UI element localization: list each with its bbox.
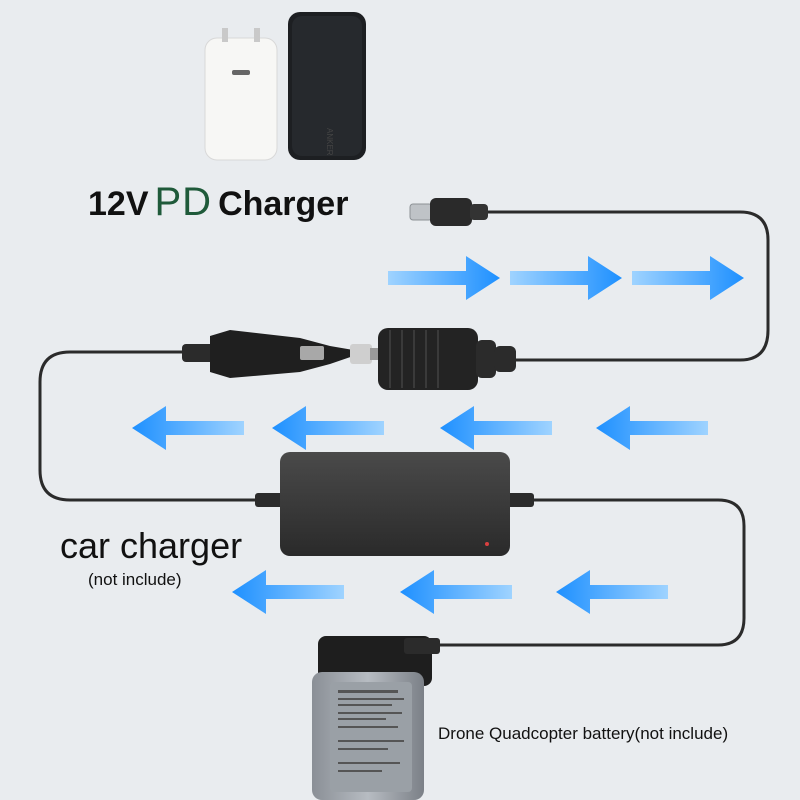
arrow-left-icon — [440, 406, 552, 450]
wall-charger-icon — [204, 28, 278, 161]
usb-c-plug-icon — [409, 198, 488, 226]
socket-adapter-icon — [378, 328, 516, 390]
charger-label: Charger — [218, 185, 349, 223]
power-brick-icon — [255, 452, 534, 556]
arrow-right-icon — [510, 256, 622, 300]
car-charger-note: (not include) — [88, 570, 182, 589]
arrow-left-icon — [556, 570, 668, 614]
car-plug-icon — [182, 330, 378, 378]
arrow-left-icon — [400, 570, 512, 614]
arrow-left-icon — [272, 406, 384, 450]
car-charger-label: car charger — [60, 525, 243, 566]
arrow-right-icon — [388, 256, 500, 300]
voltage-label: 12V — [88, 185, 149, 223]
arrow-left-icon — [132, 406, 244, 450]
arrow-right-icon — [632, 256, 744, 300]
pd-label: PD — [154, 180, 213, 224]
power-bank-icon: ANKER — [288, 12, 366, 160]
flow-arrows — [132, 256, 744, 614]
arrow-left-icon — [596, 406, 708, 450]
arrow-left-icon — [232, 570, 344, 614]
drone-battery-icon — [312, 636, 440, 800]
battery-label: Drone Quadcopter battery(not include) — [438, 724, 729, 743]
svg-text:ANKER: ANKER — [325, 128, 334, 156]
cables — [38, 210, 770, 647]
